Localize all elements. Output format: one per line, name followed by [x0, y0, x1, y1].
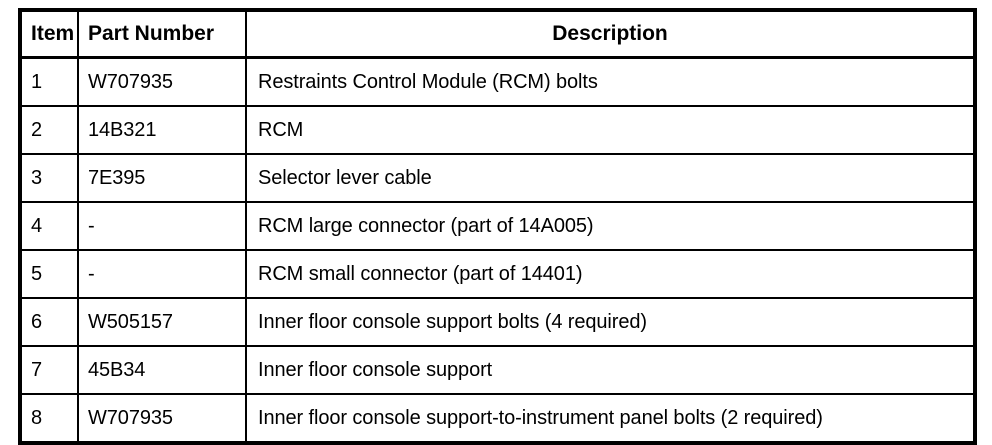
- cell-item: 3: [19, 153, 79, 203]
- cell-part-number: -: [77, 201, 247, 251]
- cell-item: 5: [19, 249, 79, 299]
- table-row: 8 W707935 Inner floor console support-to…: [19, 393, 976, 444]
- table-row: 1 W707935 Restraints Control Module (RCM…: [19, 56, 976, 107]
- table-header: Item Part Number Description: [19, 9, 976, 59]
- cell-part-number: 14B321: [77, 105, 247, 155]
- cell-item: 7: [19, 345, 79, 395]
- cell-description: Inner floor console support bolts (4 req…: [245, 297, 976, 347]
- table-row: 5 - RCM small connector (part of 14401): [19, 249, 976, 299]
- table-row: 7 45B34 Inner floor console support: [19, 345, 976, 395]
- table-row: 2 14B321 RCM: [19, 105, 976, 155]
- cell-part-number: 7E395: [77, 153, 247, 203]
- cell-item: 8: [19, 393, 79, 444]
- table-body: 1 W707935 Restraints Control Module (RCM…: [19, 56, 976, 444]
- parts-table: Item Part Number Description 1 W707935 R…: [18, 8, 977, 445]
- cell-item: 6: [19, 297, 79, 347]
- cell-item: 1: [19, 56, 79, 107]
- cell-description: Selector lever cable: [245, 153, 976, 203]
- cell-description: RCM small connector (part of 14401): [245, 249, 976, 299]
- parts-table-container: Item Part Number Description 1 W707935 R…: [18, 8, 977, 445]
- cell-description: RCM large connector (part of 14A005): [245, 201, 976, 251]
- table-row: 6 W505157 Inner floor console support bo…: [19, 297, 976, 347]
- cell-description: RCM: [245, 105, 976, 155]
- cell-part-number: -: [77, 249, 247, 299]
- cell-description: Inner floor console support-to-instrumen…: [245, 393, 976, 444]
- cell-part-number: W707935: [77, 393, 247, 444]
- cell-description: Restraints Control Module (RCM) bolts: [245, 56, 976, 107]
- cell-part-number: 45B34: [77, 345, 247, 395]
- cell-description: Inner floor console support: [245, 345, 976, 395]
- cell-part-number: W707935: [77, 56, 247, 107]
- cell-part-number: W505157: [77, 297, 247, 347]
- cell-item: 2: [19, 105, 79, 155]
- table-row: 4 - RCM large connector (part of 14A005): [19, 201, 976, 251]
- column-header-part-number: Part Number: [77, 9, 247, 59]
- column-header-item: Item: [19, 9, 79, 59]
- cell-item: 4: [19, 201, 79, 251]
- column-header-description: Description: [245, 9, 976, 59]
- table-header-row: Item Part Number Description: [19, 9, 976, 59]
- table-row: 3 7E395 Selector lever cable: [19, 153, 976, 203]
